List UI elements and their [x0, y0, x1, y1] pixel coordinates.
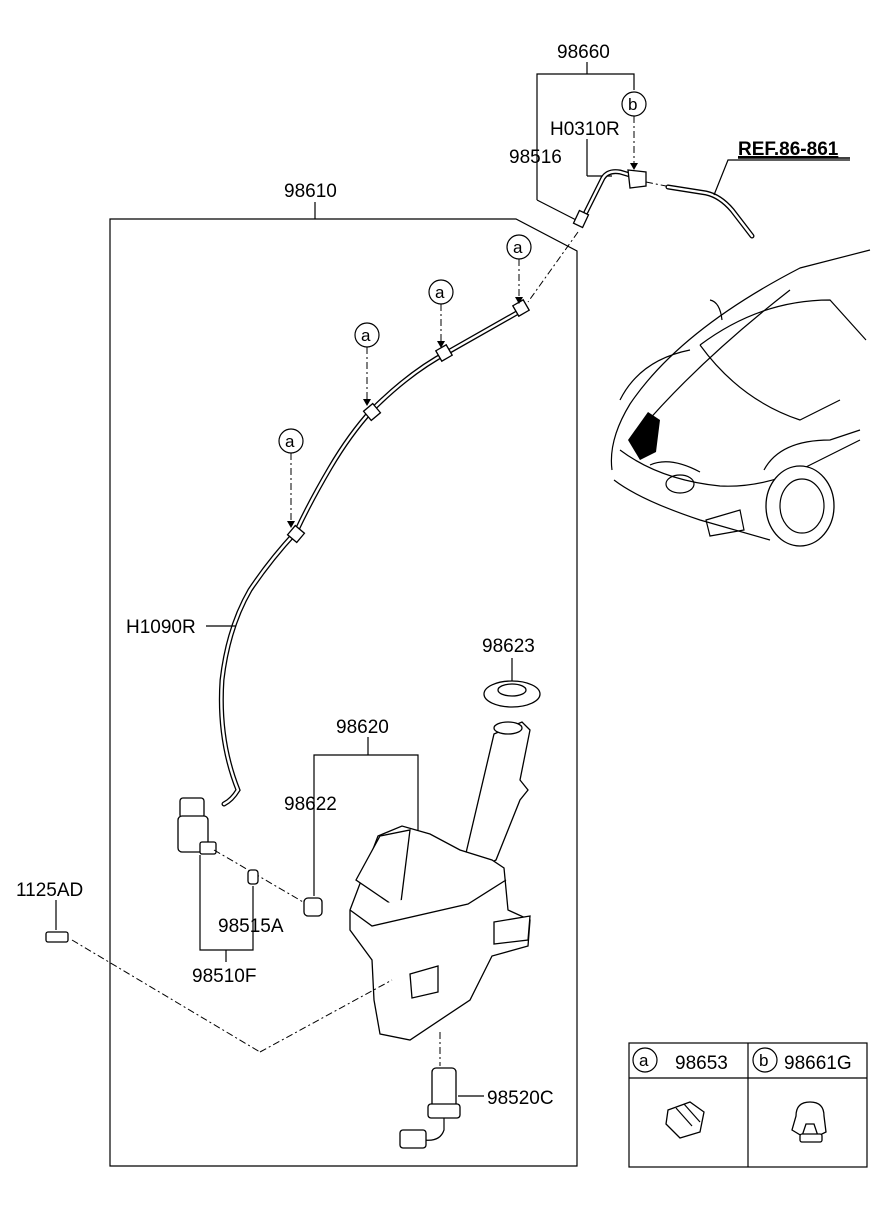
legend-a-circle [632, 1047, 658, 1073]
legend-a-key: a [639, 1051, 649, 1070]
bolt-to-tank-line [71, 939, 261, 1053]
hose-gap-line [527, 231, 579, 303]
callout-a4-arrow [287, 521, 295, 528]
part-label-98620[interactable]: 98620 [336, 717, 389, 738]
ref-hose-inner [666, 185, 754, 238]
ref-label[interactable]: REF.86-861 [738, 139, 839, 160]
callout-a2-arrow [437, 341, 445, 348]
clip-98661g-illustration [791, 1101, 827, 1143]
washer-tank [349, 721, 531, 1041]
ref-gap-line [645, 181, 667, 187]
bolt-to-tank-line-2 [259, 979, 393, 1053]
callout-a1-label: a [513, 238, 523, 257]
assembly-frame [109, 218, 578, 1167]
callout-a3-arrow [363, 399, 371, 406]
bracket-98660 [536, 73, 635, 200]
part-label-1125ad[interactable]: 1125AD [16, 880, 83, 901]
ref-leader [713, 159, 850, 196]
part-label-98510f[interactable]: 98510F [192, 966, 256, 987]
part-label-98660[interactable]: 98660 [557, 42, 610, 63]
callout-a1-arrow [515, 297, 523, 304]
clip-3 [362, 402, 382, 422]
part-label-h1090r[interactable]: H1090R [126, 617, 196, 638]
pump-to-tank-line [213, 849, 311, 907]
legend-a-part[interactable]: 98653 [675, 1053, 728, 1074]
part-label-98516[interactable]: 98516 [509, 147, 562, 168]
clip-4 [286, 524, 306, 544]
washer-pump [177, 797, 217, 855]
fitting-b [627, 169, 647, 189]
part-label-98515a[interactable]: 98515A [218, 916, 284, 937]
legend-b-key: b [759, 1051, 768, 1070]
clip-1 [511, 298, 531, 318]
part-label-98610[interactable]: 98610 [284, 181, 337, 202]
callout-b-label: b [628, 95, 637, 114]
seal-98515a [247, 869, 259, 885]
leader-98516 [536, 199, 581, 223]
legend-table [628, 1042, 868, 1168]
legend-b-part[interactable]: 98661G [784, 1053, 852, 1074]
bracket-98620 [313, 754, 419, 896]
callout-a3-label: a [361, 326, 371, 345]
connector-98516 [572, 209, 590, 229]
part-label-98520c[interactable]: 98520C [487, 1088, 554, 1109]
clip-98653-illustration [665, 1101, 705, 1139]
legend-b-circle [752, 1047, 778, 1073]
level-sensor-98520c [399, 1067, 461, 1149]
bolt-1125ad [45, 931, 69, 943]
cap-98623-top [497, 683, 527, 697]
callout-a2-label: a [435, 283, 445, 302]
part-label-98623[interactable]: 98623 [482, 636, 535, 657]
vehicle-illustration [610, 249, 871, 547]
callout-a4-label: a [285, 432, 295, 451]
grommet-98622 [303, 897, 323, 917]
part-label-98622[interactable]: 98622 [284, 794, 337, 815]
hose-upper-inner [584, 170, 642, 214]
part-label-h0310r[interactable]: H0310R [550, 119, 620, 140]
callout-b-arrow [630, 163, 638, 170]
